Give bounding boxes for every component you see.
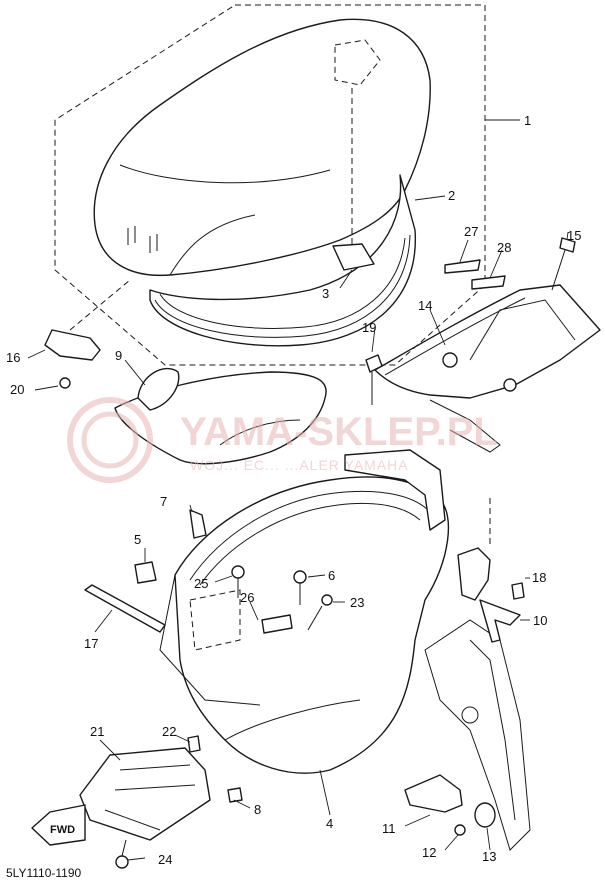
callout-11: 11	[382, 821, 396, 836]
callout-12: 12	[422, 845, 436, 860]
battery-holder	[79, 747, 211, 841]
callout-8: 8	[254, 802, 261, 817]
callout-4: 4	[326, 816, 333, 831]
seat-cover	[93, 18, 431, 277]
long-bolt	[84, 584, 166, 633]
callout-22: 22	[162, 724, 176, 739]
callout-2: 2	[448, 188, 455, 203]
callout-28: 28	[497, 240, 511, 255]
callout-19: 19	[362, 320, 376, 335]
callout-17: 17	[84, 636, 98, 651]
seat-hinge	[44, 329, 101, 361]
callout-3: 3	[322, 286, 329, 301]
callout-16: 16	[6, 350, 20, 365]
seat-bottom-seal	[149, 174, 416, 347]
watermark-tagline: WOJ... EC... ...ALER YAMAHA	[190, 457, 409, 473]
fwd-label: FWD	[50, 824, 75, 836]
seat-liner-pad	[114, 367, 327, 465]
storage-box	[159, 449, 450, 774]
callout-10: 10	[533, 613, 547, 628]
callout-18: 18	[532, 570, 546, 585]
callout-7: 7	[160, 494, 167, 509]
callout-14: 14	[418, 298, 432, 313]
leader-lines	[27, 119, 569, 861]
callout-23: 23	[350, 595, 364, 610]
watermark: YAMA-SKLEP.PL WOJ... EC... ...ALER YAMAH…	[67, 397, 498, 483]
callout-20: 20	[10, 382, 24, 397]
callout-15: 15	[567, 228, 581, 243]
callout-labels: 1 2 3 4 5 6 7 8 9 10 11 12 13 14 15 16 1…	[6, 113, 581, 867]
callout-21: 21	[90, 724, 104, 739]
callout-26: 26	[240, 590, 254, 605]
watermark-brand: YAMA-SKLEP.PL	[180, 410, 498, 454]
damper-block	[332, 243, 375, 271]
frame-section	[424, 619, 531, 851]
callout-1: 1	[524, 113, 531, 128]
diagram-code: 5LY1110-1190	[6, 866, 82, 880]
rear-carrier-bracket	[374, 284, 601, 453]
fwd-arrow	[31, 804, 86, 846]
seat-latch	[457, 547, 491, 601]
callout-27: 27	[464, 224, 478, 239]
seat-assembly-outline	[54, 4, 486, 366]
callout-25: 25	[194, 576, 208, 591]
callout-9: 9	[115, 348, 122, 363]
lock-cylinder	[404, 774, 463, 813]
callout-6: 6	[328, 568, 335, 583]
callout-24: 24	[158, 852, 172, 867]
callout-13: 13	[482, 849, 496, 864]
callout-5: 5	[134, 532, 141, 547]
